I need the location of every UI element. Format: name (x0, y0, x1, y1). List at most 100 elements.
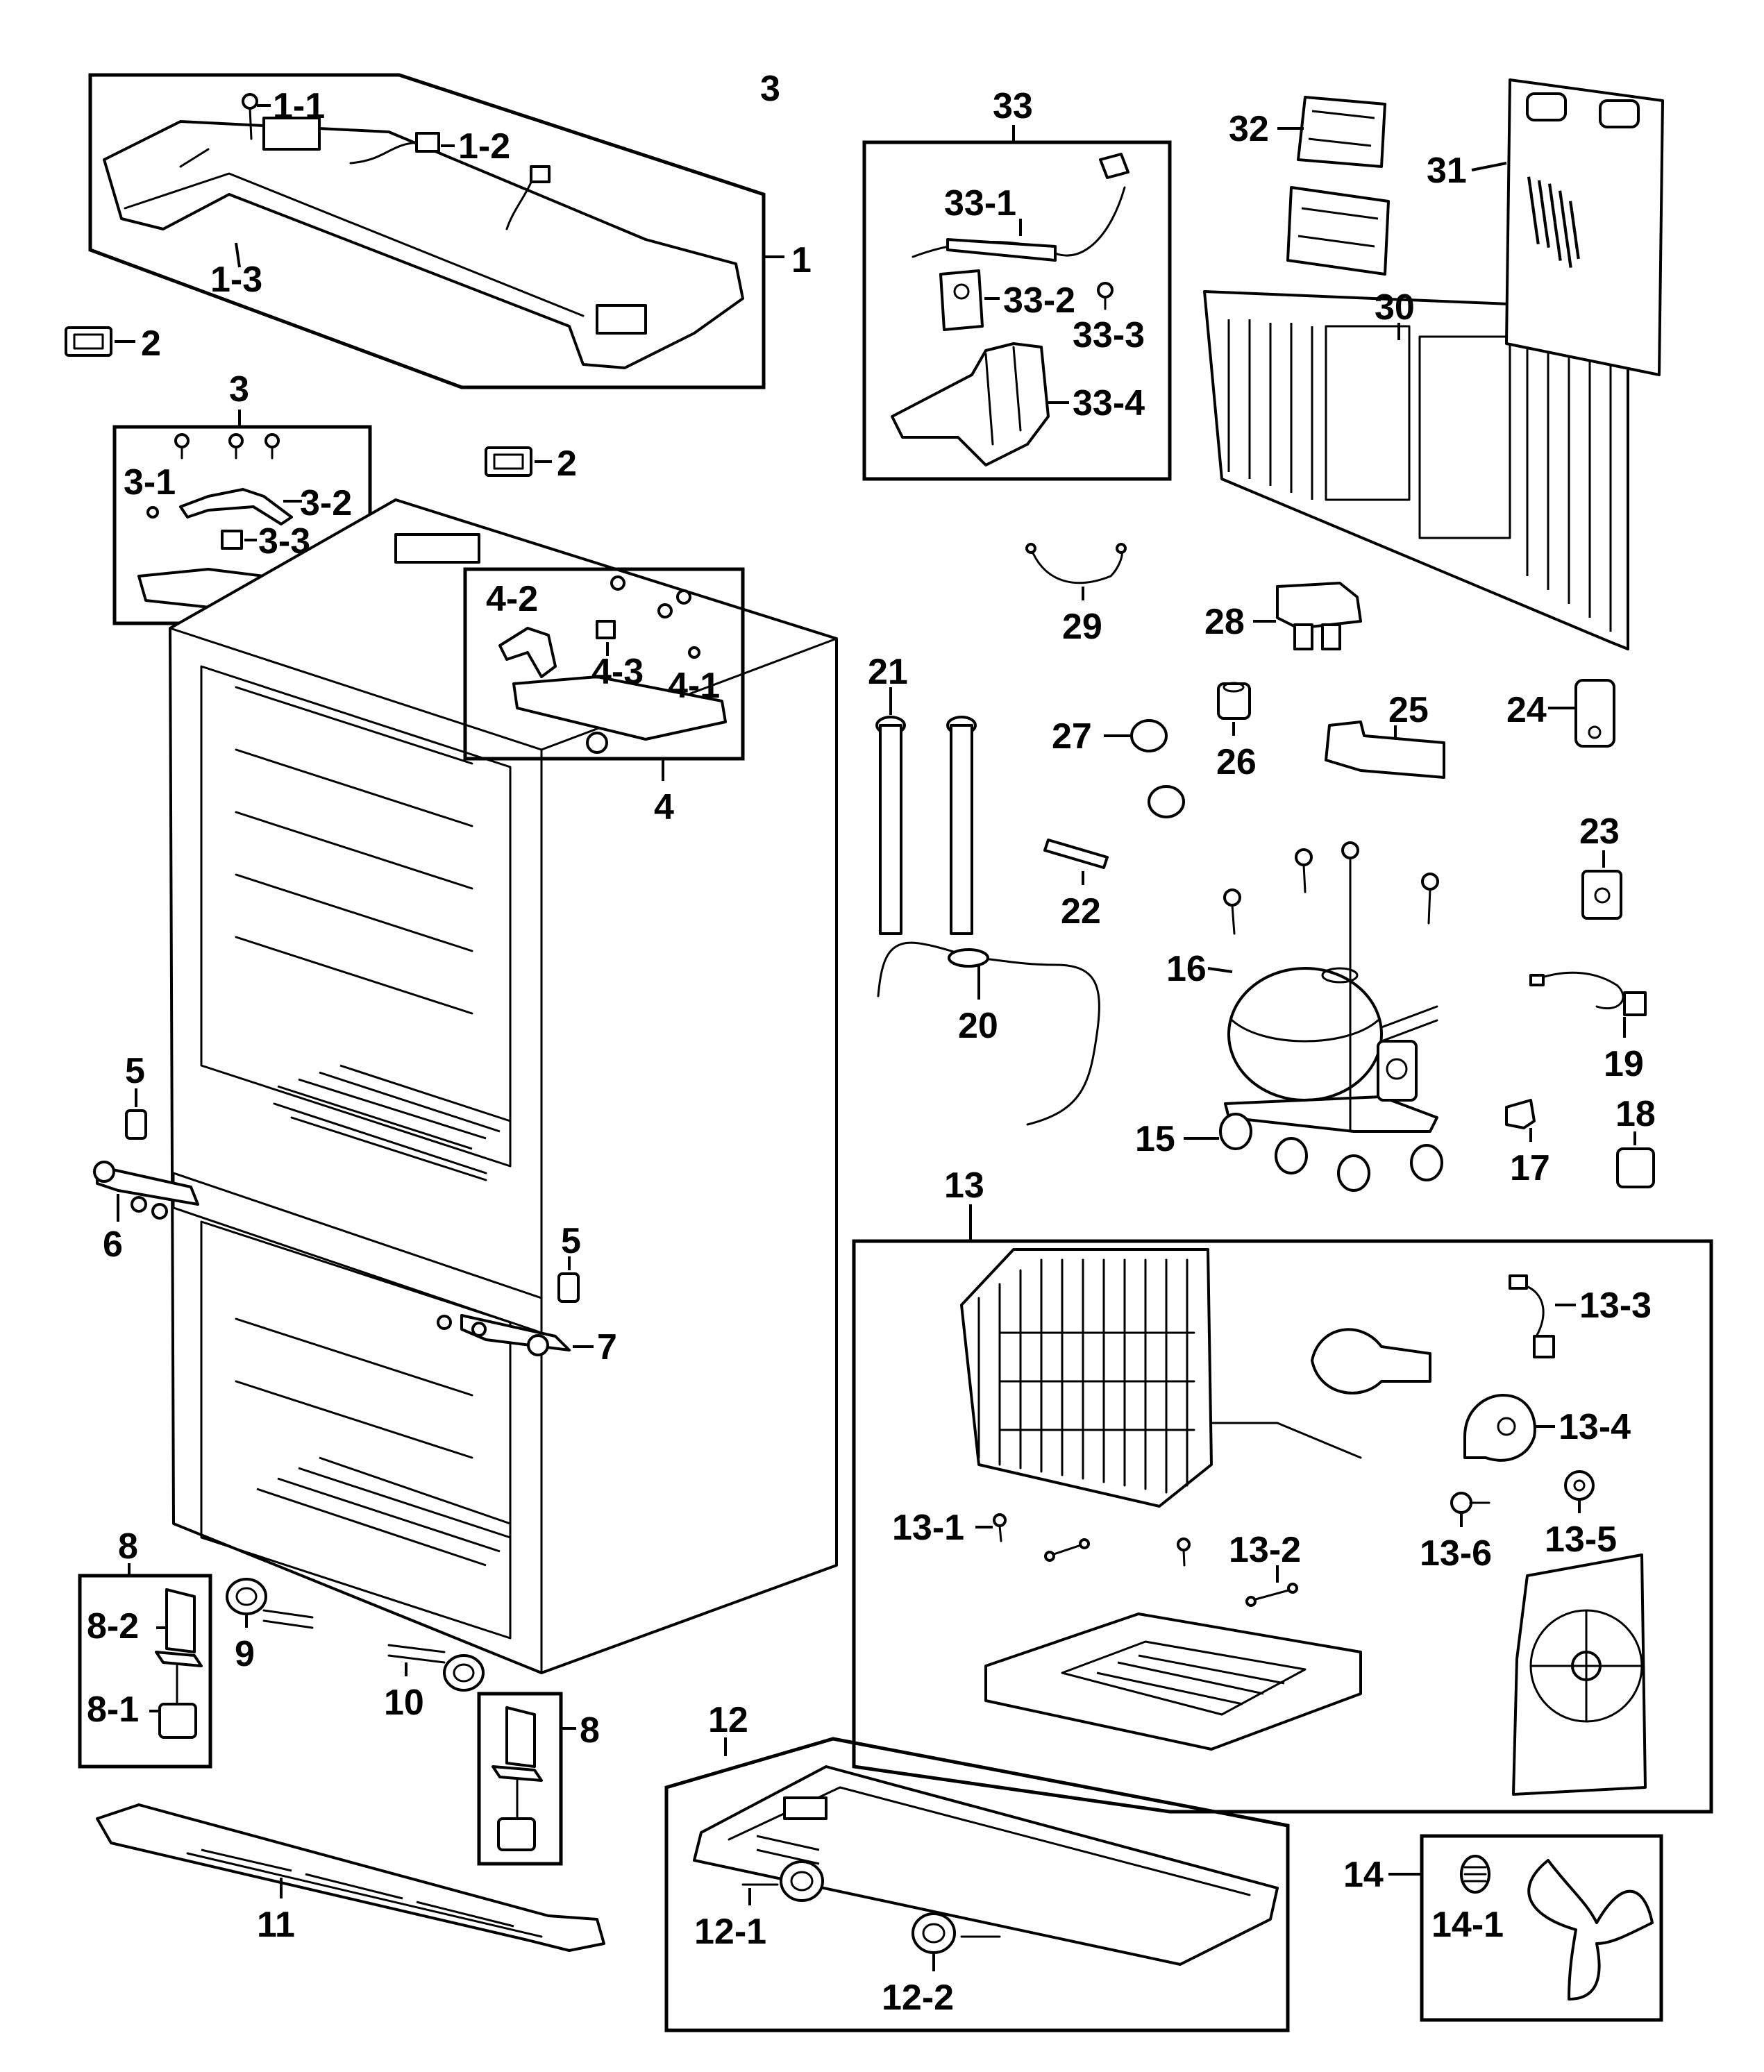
callout-33-1: 33-1 (944, 183, 1016, 224)
callout-8-2: 8-2 (87, 1606, 139, 1646)
callout-5-right: 5 (561, 1221, 581, 1261)
screw-13-1 (993, 1513, 1007, 1542)
callout-24: 24 (1506, 690, 1547, 730)
callout-29: 29 (1062, 607, 1102, 647)
wire-29: 29 (1025, 543, 1127, 647)
callout-3: 3 (229, 369, 249, 410)
screw-1-1 (242, 93, 258, 140)
pin-4-1 (688, 646, 700, 659)
hinge-bracket-4 (512, 675, 727, 741)
callout-22: 22 (1061, 891, 1101, 932)
cap-3-3 (221, 530, 243, 550)
screws-3 (174, 433, 280, 460)
screw-13-6 (1450, 1492, 1490, 1514)
cap-5-right: 5 (557, 1221, 581, 1303)
cap-26: 26 (1216, 682, 1257, 782)
plug-2-right: 2 (485, 444, 577, 484)
callout-33-2: 33-2 (1003, 280, 1075, 321)
callout-27: 27 (1052, 716, 1092, 757)
callout-33: 33 (993, 86, 1033, 126)
compressor-16 (1223, 841, 1439, 1133)
group-13-evaporator: 13 13-3 13-4 13-5 (852, 1165, 1713, 1814)
group-33: 33 33-1 33-2 33-3 33-4 (862, 86, 1172, 481)
callout-1-2: 1-2 (458, 126, 510, 167)
callout-3-1: 3-1 (124, 462, 176, 503)
callout-12-1: 12-1 (694, 1912, 766, 1952)
callout-13-1: 13-1 (892, 1508, 964, 1548)
hinge-6: 6 (93, 1161, 199, 1265)
callout-13: 13 (944, 1165, 984, 1206)
harness-13-3 (1509, 1274, 1555, 1358)
cover-17: 17 (1505, 1099, 1550, 1188)
evaporator-coil (960, 1248, 1362, 1508)
group-1-frame (88, 73, 766, 389)
wheel-12-2 (912, 1912, 1001, 1971)
grommets-15 (1219, 1113, 1443, 1192)
callout-1: 1 (791, 240, 812, 280)
callout-1-3: 1-3 (210, 260, 262, 300)
callout-14-1: 14-1 (1431, 1905, 1504, 1945)
plug-2-left: 2 (65, 323, 161, 364)
callout-31: 31 (1427, 151, 1467, 191)
callout-13-5: 13-5 (1545, 1519, 1617, 1560)
group-33-frame (862, 140, 1172, 481)
callout-2-left: 2 (141, 323, 161, 364)
roller-10: 10 (384, 1644, 485, 1723)
roller-9: 9 (226, 1578, 314, 1674)
upper-floor-grille (277, 1064, 511, 1150)
drain-tray-13 (984, 1612, 1362, 1751)
bracket-13-fan-motor-mount (1311, 1328, 1431, 1395)
valve-28: 28 (1204, 582, 1362, 650)
callout-12: 12 (708, 1700, 748, 1740)
callout-5-left: 5 (125, 1051, 145, 1091)
callout-1-1: 1-1 (273, 86, 325, 126)
group-13-frame (852, 1239, 1713, 1814)
heater-clips-13 (1044, 1538, 1298, 1607)
group-8-right-frame (477, 1692, 563, 1866)
callout-18: 18 (1615, 1094, 1656, 1134)
fan-motor-13-4 (1463, 1394, 1536, 1462)
callout-12-2: 12-2 (882, 1978, 954, 2018)
harness-33-1 (912, 153, 1129, 262)
group-1-top-cover: 1-1 1-2 1-3 1 (88, 73, 812, 389)
bracket-25: 25 (1325, 690, 1445, 779)
bushings-27: 27 (1052, 716, 1185, 818)
cover-31: ▬▬▬▬▬▬ ▬▬▬▬▬▬▬▬ ▬▬▬▬▬▬▬▬ ▬▬▬▬▬▬▬ ▬▬▬▬▬▬▬… (1427, 78, 1664, 376)
group-4-frame (463, 567, 745, 761)
lower-floor-grille (256, 1456, 511, 1567)
callout-11: 11 (257, 1905, 295, 1945)
callout-33-3: 33-3 (1073, 315, 1145, 355)
callout-25: 25 (1388, 690, 1429, 730)
pcb-32: 32 (1229, 96, 1390, 276)
group-12-base: 12 12-1 12-2 (664, 1700, 1290, 2032)
callout-20: 20 (958, 1006, 998, 1046)
group-12-frame (664, 1737, 1290, 2032)
callout-23: 23 (1579, 811, 1620, 852)
sensor-33-2 (939, 269, 984, 331)
callout-8-right: 8 (580, 1710, 600, 1751)
callout-2-right: 2 (557, 444, 577, 484)
callout-10: 10 (384, 1683, 424, 1723)
wheel-12-1 (741, 1860, 824, 1905)
harness-1-2 (349, 132, 551, 230)
cover-33-4 (891, 342, 1050, 466)
refrigerator-cabinet (169, 498, 838, 1674)
bolts-16 (1223, 841, 1439, 1133)
callout-4-2: 4-2 (486, 579, 538, 619)
sensor-24: 24 (1506, 679, 1615, 748)
callout-13-3: 13-3 (1579, 1286, 1652, 1326)
thermostat-23: 23 (1579, 811, 1622, 920)
fan-shroud-13 (1512, 1553, 1647, 1796)
hinge-3-2 (179, 488, 293, 525)
grommet-13-5 (1564, 1470, 1595, 1501)
callout-26: 26 (1216, 742, 1257, 782)
cap-5-left: 5 (125, 1051, 147, 1140)
hinge-7: 7 (437, 1314, 617, 1367)
callout-8-1: 8-1 (87, 1690, 139, 1730)
callout-8-left: 8 (118, 1526, 138, 1567)
callout-4-1: 4-1 (668, 666, 720, 706)
callout-6: 6 (103, 1224, 123, 1265)
callout-14: 14 (1343, 1855, 1384, 1895)
callout-21: 21 (868, 652, 908, 692)
